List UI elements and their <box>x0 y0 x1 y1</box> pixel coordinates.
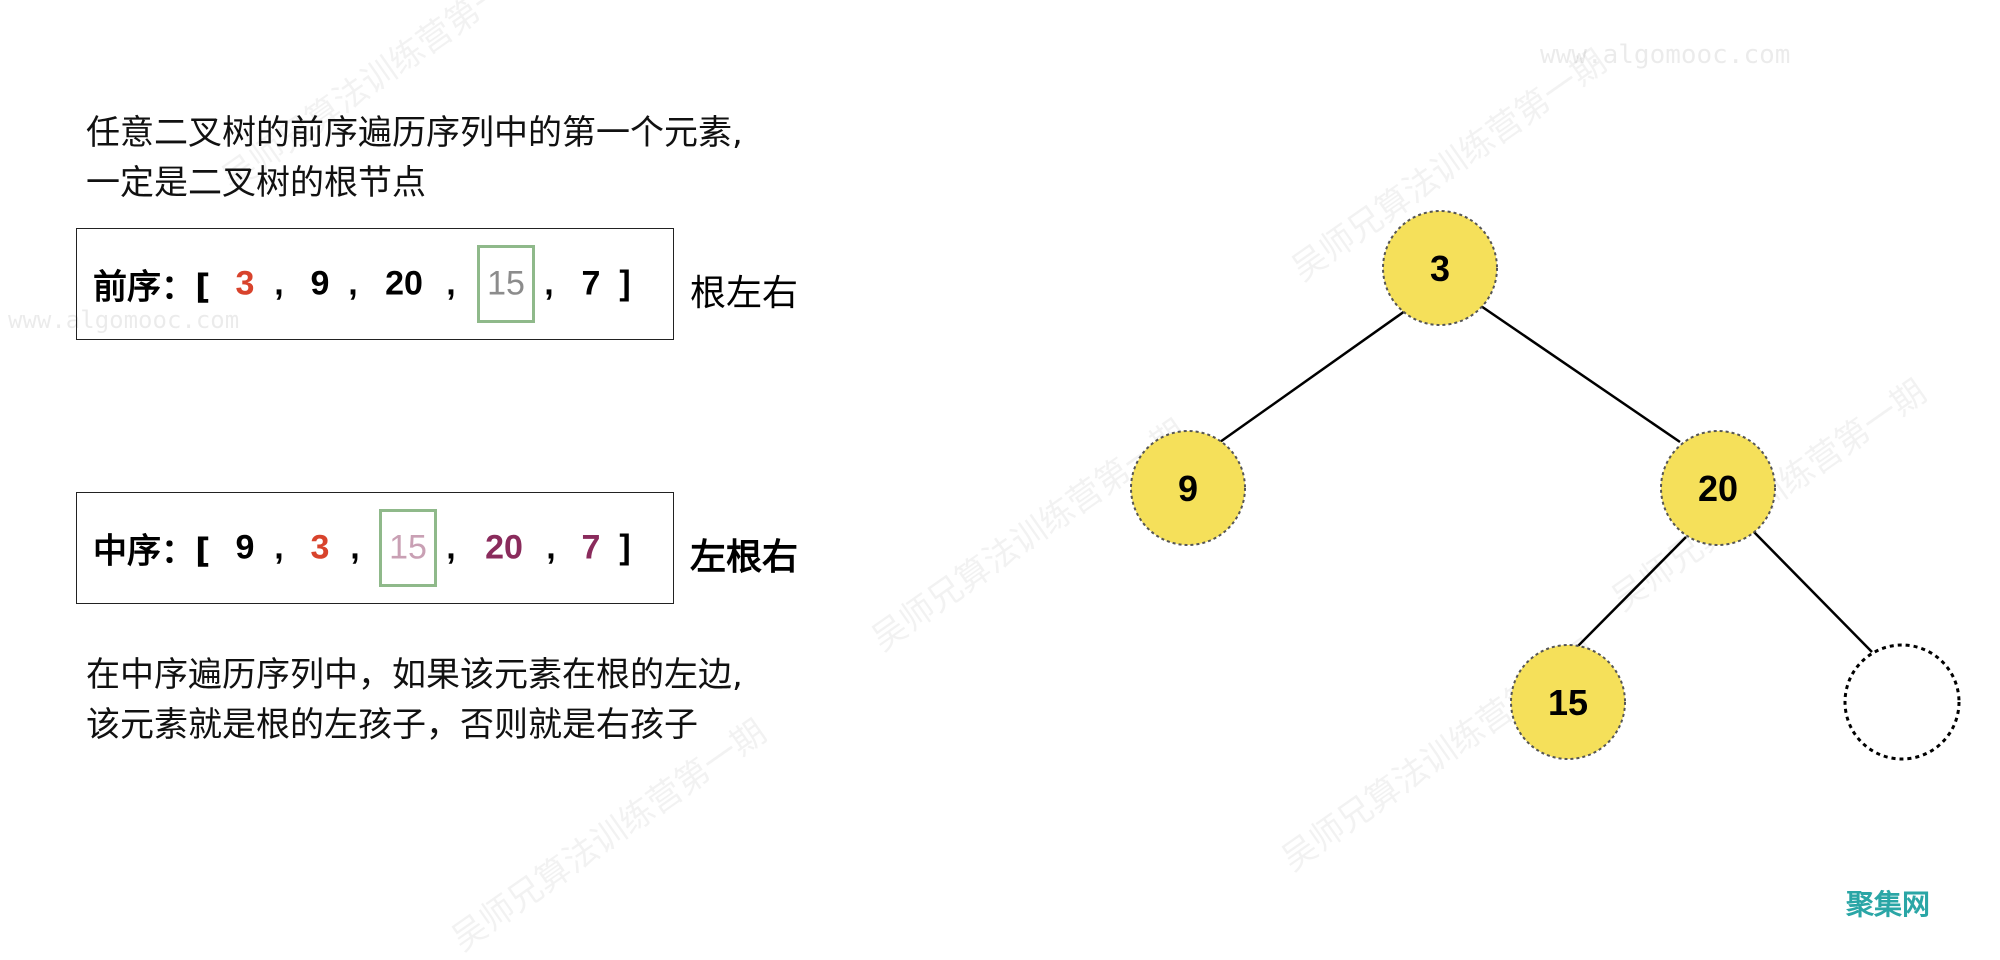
inorder-token: , <box>546 528 556 567</box>
inorder-token: 3 <box>310 528 330 567</box>
inorder-highlight-box <box>379 509 437 587</box>
preorder-token: 3 <box>235 264 255 303</box>
tree-node-empty <box>1843 643 1961 761</box>
inorder-sequence-box: 中序：[ 9 , 3 , 15 , 20 , 7 ] <box>76 492 674 604</box>
explain-paragraph: 在中序遍历序列中，如果该元素在根的左边, 该元素就是根的左孩子，否则就是右孩子 <box>86 650 743 750</box>
preorder-sequence-box: 前序：[ 3 , 9 , 20 , 15 , 7 ] <box>76 228 674 340</box>
intro-paragraph: 任意二叉树的前序遍历序列中的第一个元素, 一定是二叉树的根节点 <box>86 108 743 208</box>
preorder-token: 15 <box>487 264 525 303</box>
binary-tree: 3 9 20 15 <box>1130 210 1961 761</box>
preorder-token: , <box>274 264 284 303</box>
inorder-token: , <box>446 528 456 567</box>
explain-line-1: 在中序遍历序列中，如果该元素在根的左边, <box>86 655 743 695</box>
inorder-label: 中序：[ <box>93 531 211 572</box>
inorder-token: 9 <box>235 528 255 567</box>
preorder-token: 20 <box>385 264 423 303</box>
inorder-token: ] <box>619 528 631 567</box>
preorder-token: 7 <box>581 264 601 303</box>
tree-node-label: 9 <box>1178 468 1198 509</box>
tree-edge <box>1477 302 1681 444</box>
tree-edge <box>1219 309 1406 444</box>
intro-line-1: 任意二叉树的前序遍历序列中的第一个元素, <box>86 113 743 153</box>
tree-node-label: 3 <box>1430 248 1450 289</box>
tree-node: 20 <box>1660 430 1776 546</box>
intro-line-2: 一定是二叉树的根节点 <box>86 163 426 203</box>
tree-edge <box>1751 529 1873 653</box>
inorder-token: 20 <box>485 528 523 567</box>
inorder-token: , <box>350 528 360 567</box>
preorder-token: , <box>544 264 554 303</box>
preorder-token: ] <box>619 264 631 303</box>
preorder-side-label: 根左右 <box>690 273 799 314</box>
tree-edge <box>1577 536 1687 647</box>
inorder-side-label: 左根右 <box>690 537 799 578</box>
preorder-token: , <box>348 264 358 303</box>
inorder-token: , <box>274 528 284 567</box>
inorder-token: 7 <box>581 528 601 567</box>
preorder-label: 前序：[ <box>93 267 211 308</box>
inorder-token: 15 <box>389 528 427 567</box>
tree-node-label: 15 <box>1548 682 1588 723</box>
preorder-highlight-box <box>477 245 535 323</box>
tree-node: 3 <box>1382 210 1498 326</box>
preorder-token: 9 <box>310 264 330 303</box>
tree-node: 15 <box>1510 644 1626 760</box>
corner-logo: 聚集网 <box>1845 888 1930 921</box>
explain-line-2: 该元素就是根的左孩子，否则就是右孩子 <box>86 705 698 745</box>
preorder-token: , <box>446 264 456 303</box>
tree-node: 9 <box>1130 430 1246 546</box>
tree-node-label: 20 <box>1698 468 1738 509</box>
